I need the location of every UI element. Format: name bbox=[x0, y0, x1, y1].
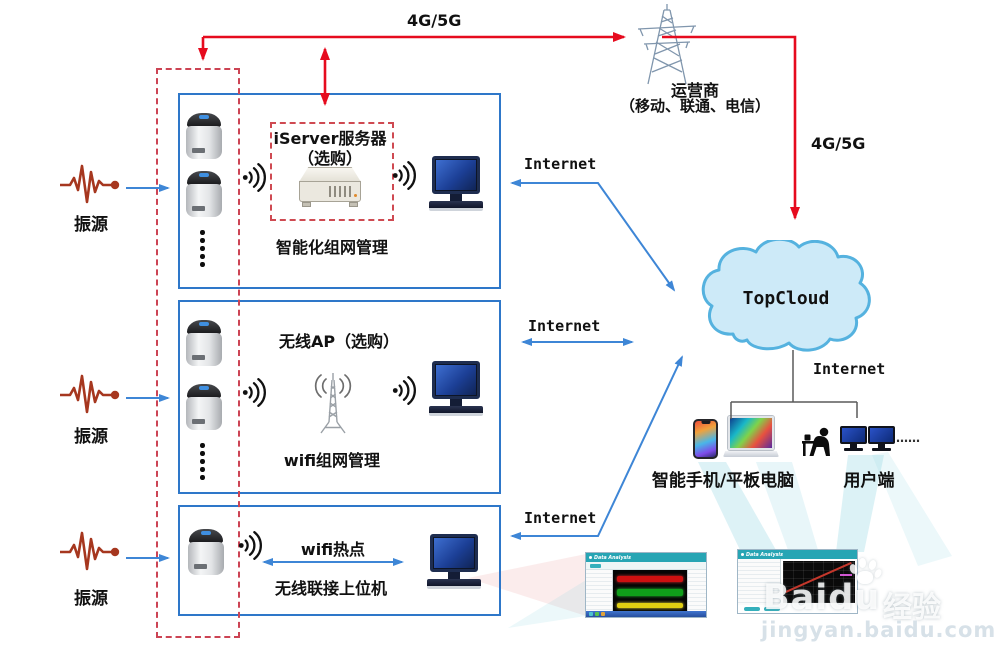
mobile-clients-label: 智能手机/平板电脑 bbox=[651, 471, 795, 491]
internet-label-cloud: Internet bbox=[813, 360, 886, 378]
sensor-device-icon bbox=[186, 171, 222, 217]
iserver-subtitle: （选购） bbox=[297, 149, 362, 168]
app-icon bbox=[589, 556, 592, 559]
sensor-device-icon bbox=[186, 320, 222, 366]
screenshot-right-panel bbox=[687, 570, 706, 611]
screenshot-toolbar bbox=[586, 562, 706, 570]
screenshot-side-panel bbox=[586, 570, 613, 611]
screenshot-titlebar: Data Analysis bbox=[738, 550, 857, 559]
box2-caption: wifi组网管理 bbox=[283, 451, 381, 470]
wifi-signal-icon bbox=[238, 531, 262, 560]
wifi-signal-icon bbox=[242, 163, 266, 192]
laptop-icon bbox=[723, 416, 779, 461]
users-ellipsis: …… bbox=[896, 431, 920, 445]
wifi-signal-icon bbox=[242, 378, 266, 407]
vibration-source-label: 振源 bbox=[74, 427, 108, 447]
sensor-ellipsis bbox=[200, 443, 205, 480]
box1-caption: 智能化组网管理 bbox=[275, 238, 388, 257]
box3-title: wifi热点 bbox=[300, 540, 366, 559]
internet-label-box1: Internet bbox=[524, 155, 597, 173]
screenshot-title: Data Analysis bbox=[746, 551, 783, 558]
box3-caption: 无线联接上位机 bbox=[274, 579, 387, 598]
desktop-computer-icon bbox=[429, 361, 483, 421]
operator-detail-label: （移动、联通、电信） bbox=[619, 97, 770, 115]
user-monitor-icon bbox=[868, 426, 895, 452]
sensor-ellipsis bbox=[200, 230, 205, 267]
right-4g5g-label: 4G/5G bbox=[811, 134, 866, 153]
vibration-source-icon bbox=[60, 164, 120, 204]
vibration-source-icon bbox=[60, 531, 120, 571]
smartphone-icon bbox=[693, 419, 718, 459]
topcloud-label: TopCloud bbox=[742, 288, 830, 309]
users-label: 用户端 bbox=[843, 471, 895, 491]
vibration-source-icon bbox=[60, 374, 120, 414]
network-box-iserver bbox=[178, 93, 501, 289]
internet-label-box3: Internet bbox=[524, 509, 597, 527]
wifi-signal-icon bbox=[392, 376, 416, 405]
analysis-screenshot-curve: Data Analysis bbox=[737, 549, 858, 614]
wireless-ap-antenna-icon bbox=[314, 373, 352, 434]
desktop-computer-icon bbox=[427, 534, 481, 594]
wifi-signal-icon bbox=[392, 161, 416, 190]
vibration-source-label: 振源 bbox=[74, 215, 108, 235]
screenshot-titlebar: Data Analysis bbox=[586, 553, 706, 562]
transmission-tower-icon bbox=[637, 4, 697, 85]
screenshot-data-table bbox=[738, 559, 781, 605]
network-box-wifi-ap bbox=[178, 300, 501, 494]
top-4g5g-label: 4G/5G bbox=[407, 11, 462, 30]
waveform-chart bbox=[613, 570, 687, 611]
box2-title: 无线AP（选购） bbox=[278, 332, 400, 351]
curve-chart bbox=[783, 561, 855, 603]
app-icon bbox=[741, 553, 744, 556]
network-box-hotspot bbox=[178, 505, 501, 616]
vibration-source-label: 振源 bbox=[74, 589, 108, 609]
topcloud-shape bbox=[701, 240, 871, 352]
internet-label-box2: Internet bbox=[528, 317, 601, 335]
iserver-title: iServer服务器 bbox=[273, 129, 387, 148]
screenshot-title: Data Analysis bbox=[594, 554, 631, 561]
sensor-device-icon bbox=[186, 384, 222, 430]
user-monitor-icon bbox=[840, 426, 867, 452]
analysis-screenshot-waveforms: Data Analysis bbox=[585, 552, 707, 618]
desktop-computer-icon bbox=[429, 156, 483, 216]
server-icon bbox=[299, 167, 361, 209]
sensor-device-icon bbox=[186, 113, 222, 159]
screenshot-footer bbox=[738, 605, 857, 613]
iserver-optional-dashed-box bbox=[270, 122, 394, 221]
sensor-device-icon bbox=[188, 529, 224, 575]
operator-person-icon bbox=[802, 427, 830, 456]
windows-taskbar bbox=[586, 611, 706, 617]
